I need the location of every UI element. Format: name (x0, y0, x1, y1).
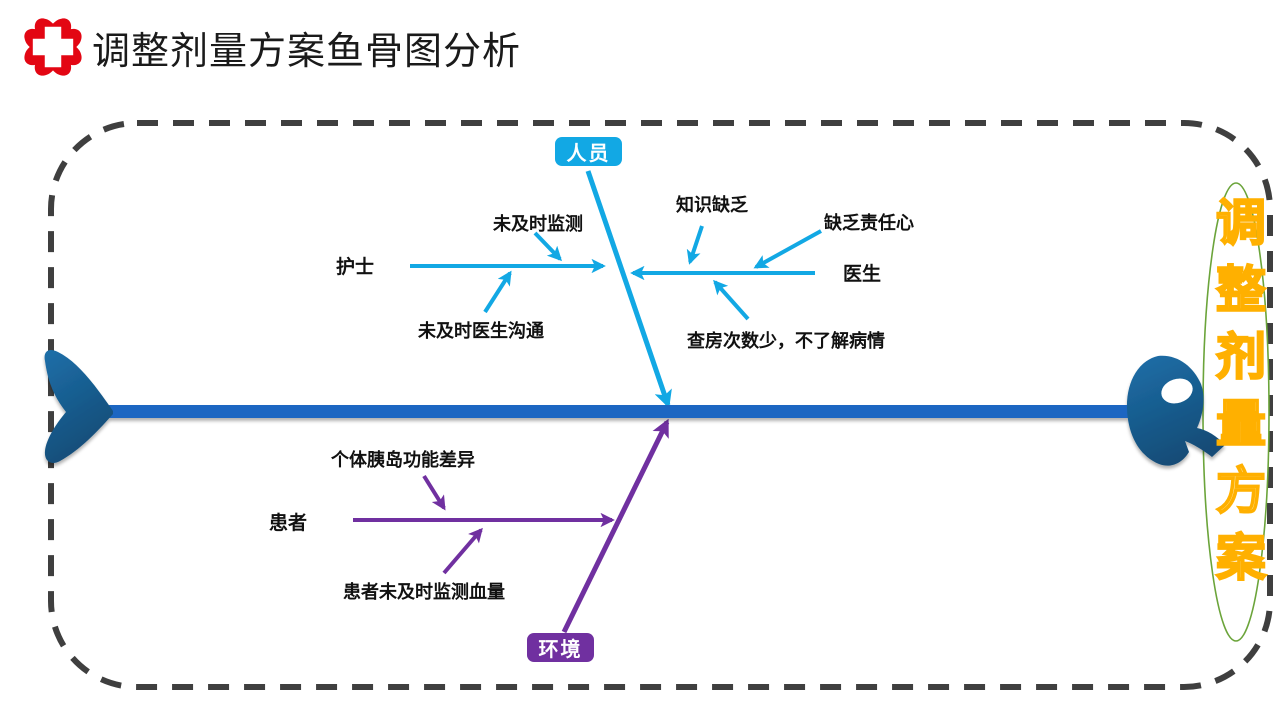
category-box-personnel: 人员 (555, 137, 622, 166)
label-patient: 患者 (269, 513, 308, 534)
fish-head (1126, 355, 1225, 466)
label-nurse: 护士 (336, 257, 375, 278)
category-box-environment: 环境 (527, 633, 594, 662)
label-not-monitored-in-time: 未及时监测 (493, 214, 583, 234)
personnel-branch (410, 170, 822, 409)
label-lack-of-responsibility: 缺乏责任心 (824, 213, 914, 233)
page-title: 调整剂量方案鱼骨图分析 (92, 30, 522, 73)
dashed-border (48, 120, 1273, 690)
environment-branch (353, 418, 670, 634)
label-patient-no-timely-monitoring: 患者未及时监测血量 (343, 582, 505, 602)
fish-tail (44, 350, 113, 463)
label-individual-islet-difference: 个体胰岛功能差异 (331, 450, 475, 470)
label-few-ward-rounds: 查房次数少，不了解病情 (687, 331, 885, 351)
hospital-red-cross-icon (24, 18, 82, 76)
effect-label: 调整剂量方案 (1208, 195, 1266, 599)
effect-ellipse (1202, 182, 1270, 642)
fish-eye-icon (1161, 378, 1193, 404)
label-doctor: 医生 (843, 264, 882, 285)
slide-header: 调整剂量方案鱼骨图分析 (18, 10, 521, 84)
label-lack-of-knowledge: 知识缺乏 (676, 195, 748, 215)
fish-spine (109, 405, 1131, 418)
label-no-timely-doctor-communication: 未及时医生沟通 (418, 321, 544, 341)
